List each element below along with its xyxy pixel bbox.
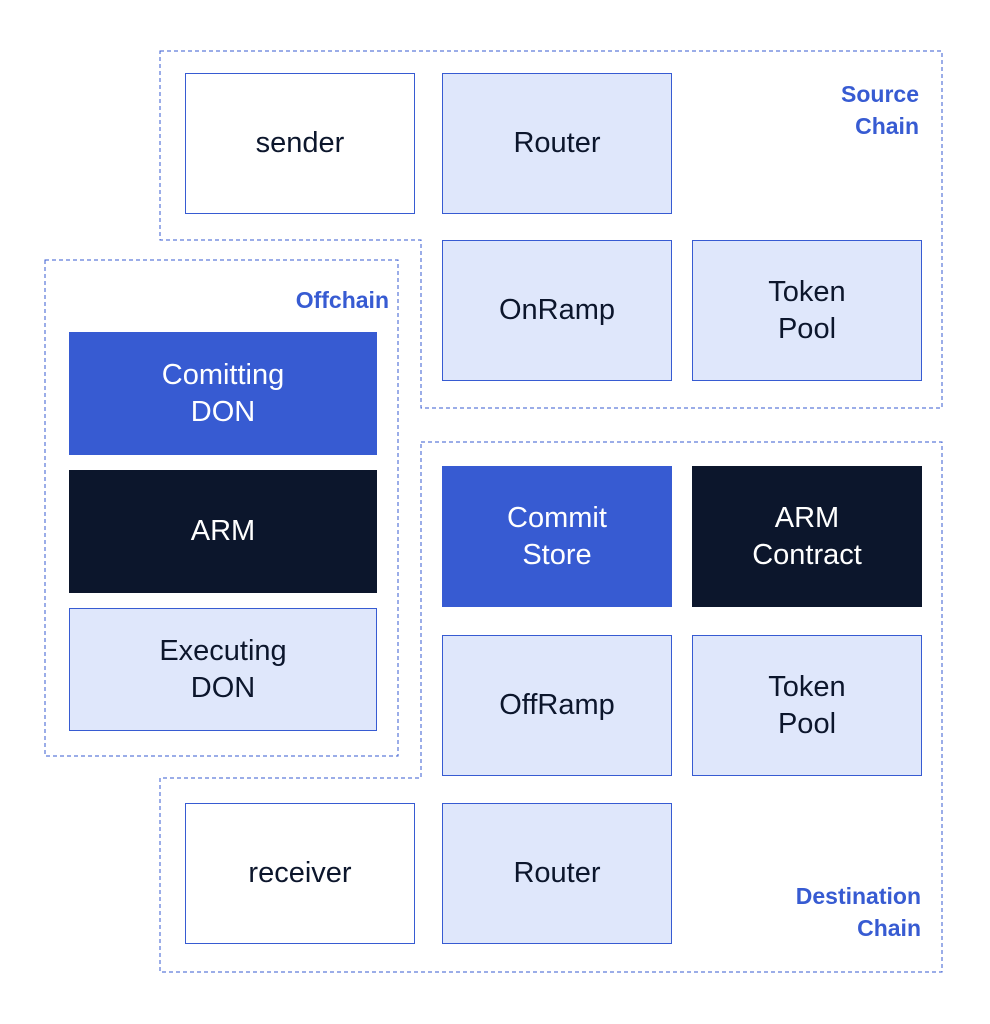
executing-don-node: Executing DON: [69, 608, 377, 731]
destination-chain-zone-border: [159, 441, 943, 973]
onramp-node: OnRamp: [442, 240, 672, 381]
commit-store-node: Commit Store: [442, 466, 672, 607]
receiver-node: receiver: [185, 803, 415, 944]
source-chain-label: Source Chain: [841, 81, 919, 139]
destination-chain-label: Destination Chain: [795, 883, 921, 941]
arm-node: ARM: [69, 470, 377, 593]
offramp-node: OffRamp: [442, 635, 672, 776]
destination-router-node: Router: [442, 803, 672, 944]
destination-token-pool-node: Token Pool: [692, 635, 922, 776]
arm-contract-node: ARM Contract: [692, 466, 922, 607]
offchain-zone-border: [44, 259, 399, 757]
offchain-label: Offchain: [295, 287, 389, 313]
committing-don-node: Comitting DON: [69, 332, 377, 455]
sender-node: sender: [185, 73, 415, 214]
source-chain-zone-border: [159, 50, 943, 409]
source-token-pool-node: Token Pool: [692, 240, 922, 381]
source-router-node: Router: [442, 73, 672, 214]
